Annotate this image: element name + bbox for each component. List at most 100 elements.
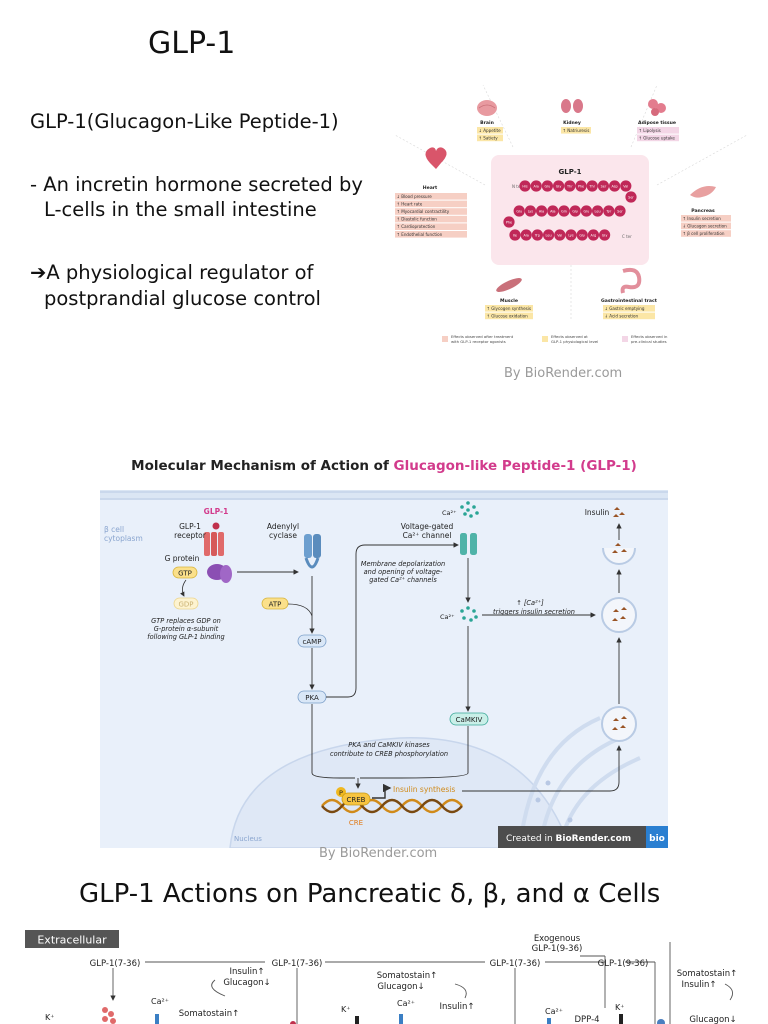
- vesicle-middle: [601, 597, 637, 633]
- residue-bead: [547, 205, 559, 217]
- residue-bead: [503, 216, 515, 228]
- residue-bead: [575, 180, 587, 192]
- section-3-title: GLP-1 Actions on Pancreatic δ, β, and α …: [79, 879, 661, 909]
- heart-icon: [425, 147, 447, 169]
- residue-label: Glu: [545, 184, 551, 188]
- residue-label: Ala: [534, 184, 539, 188]
- insulin-up-label-2: Insulin↑: [440, 1002, 475, 1012]
- biorender-badge[interactable]: [498, 826, 646, 848]
- k-label-1: K⁺: [45, 1013, 54, 1022]
- extracellular-label: Extracellular: [37, 934, 107, 947]
- residue-bead: [620, 180, 632, 192]
- glucagon-down-label-2: Glucagon↓: [377, 982, 424, 992]
- legend-swatch: [622, 336, 628, 342]
- glucagon-down-label: Glucagon↓: [223, 978, 270, 988]
- pancreas-effect-item: ↑ β cell proliferation: [683, 231, 725, 236]
- adipose-effect-bg: [637, 127, 679, 134]
- residue-label: His: [522, 184, 527, 188]
- heart-effect-bg: [395, 200, 467, 208]
- camkiv-badge: [449, 712, 489, 726]
- residue-label: Gln: [561, 209, 567, 213]
- extracellular-tag: [25, 930, 119, 948]
- camkiv-label: CaMKIV: [456, 716, 483, 724]
- residue-bead: [543, 229, 555, 241]
- bullet-2-line-1: ➔A physiological regulator of: [30, 261, 314, 284]
- ca-trigger-1: ↑ [Ca²⁺]: [516, 599, 544, 607]
- channel-icon: [155, 1014, 159, 1024]
- gdp-badge: [173, 597, 199, 610]
- residue-bead: [530, 180, 542, 192]
- muscle-effect-bg: [485, 305, 533, 312]
- residue-bead: [580, 205, 592, 217]
- calcium-ions-mid-icon: [460, 606, 478, 622]
- membrane-note-3: gated Ca²⁺ channels: [369, 576, 437, 584]
- brain-effect-bg: [477, 134, 503, 142]
- legend-swatch: [442, 336, 448, 342]
- adipose-icon: [648, 99, 666, 116]
- insulin-granules-icon: [613, 507, 625, 517]
- k-channel-icon: [355, 1016, 359, 1024]
- k-label-3: K⁺: [615, 1003, 624, 1012]
- dots-decoration: [535, 780, 573, 823]
- residue-label: Gly: [579, 233, 585, 237]
- pancreas-effect-item: ↑ Insulin secretion: [683, 216, 722, 221]
- kidney-label: Kidney: [563, 120, 581, 126]
- membrane-note-2: and opening of voltage-: [364, 568, 443, 576]
- phospho-label: P: [339, 789, 343, 797]
- residue-bead: [564, 180, 576, 192]
- glp1-receptor-icon: [204, 532, 224, 556]
- legend: Effects observed after treatment with GL…: [442, 334, 668, 344]
- gdp-label: GDP: [178, 601, 193, 609]
- somatostatin-up-label: Somatostain↑: [179, 1009, 239, 1019]
- heart-effect-item: ↑ Endothelial function: [397, 232, 443, 237]
- dpp4-label: DPP-4: [574, 1015, 599, 1024]
- residue-bead: [592, 205, 604, 217]
- insulin-synthesis-label: Insulin synthesis: [393, 785, 455, 794]
- bullet-1-line-1: - An incretin hormone secreted by: [30, 173, 363, 196]
- n-terminus-label: N ter: [512, 184, 522, 189]
- glp1-label: GLP-1: [204, 507, 229, 516]
- pancreatic-cells-diagram: Extracellular GLP-1(7-36) GLP-1(7-36) GL…: [25, 930, 737, 1024]
- heart-effect-bg: [395, 193, 467, 200]
- legend-text: Effects observed after treatment: [451, 334, 514, 339]
- nucleus: [229, 737, 571, 848]
- ca-label-2: Ca²⁺: [397, 999, 415, 1008]
- legend-text: with GLP-1 receptor agonists: [451, 339, 506, 344]
- exogenous-label-1: Exogenous: [534, 934, 581, 944]
- glp1-dot-icon-2: [657, 1019, 665, 1024]
- g-protein-label: G protein: [165, 554, 200, 563]
- k-label-2: K⁺: [341, 1005, 350, 1014]
- c-terminus-label: C ter: [622, 234, 632, 239]
- credit-1: By BioRender.com: [504, 366, 623, 381]
- adenylyl-label-2: cyclase: [269, 531, 297, 540]
- adipose-effect-item: ↑ Glucose uptake: [639, 135, 676, 140]
- heart-effect-item: ↑ Myocardial contractility: [397, 209, 450, 214]
- gi-tract-icon: [620, 267, 642, 294]
- bullet-1-line-2: L-cells in the small intestine: [44, 198, 317, 221]
- subtitle: GLP-1(Glucagon-Like Peptide-1): [30, 110, 339, 133]
- receptor-label-1: GLP-1: [179, 522, 201, 531]
- kidney-icon: [561, 99, 583, 113]
- pka-label: PKA: [305, 694, 319, 702]
- kinase-note-2: contribute to CREB phosphorylation: [330, 750, 448, 758]
- residue-bead: [587, 229, 599, 241]
- pancreas-icon: [690, 186, 716, 198]
- channel-label-1: Voltage-gated: [401, 522, 454, 531]
- biorender-logo-icon: [646, 826, 668, 848]
- gi-effect-item: ↓ Acid secretion: [605, 313, 639, 318]
- muscle-icon: [496, 278, 522, 292]
- brain-effect-item: ↑ Satiety: [479, 135, 499, 140]
- residue-label: Gly: [572, 209, 578, 213]
- camp-label: cAMP: [303, 638, 322, 646]
- cytoplasm-label-1: β cell: [104, 525, 124, 534]
- residue-label: Ala: [524, 233, 529, 237]
- residue-label: Thr: [566, 184, 573, 188]
- residue-bead: [554, 229, 566, 241]
- kidney-effect-bg: [561, 127, 591, 134]
- residue-bead: [520, 229, 532, 241]
- residue-label: Lys: [528, 209, 534, 213]
- glp1-molecule-icon: [212, 522, 220, 530]
- brain-icon: [477, 100, 497, 116]
